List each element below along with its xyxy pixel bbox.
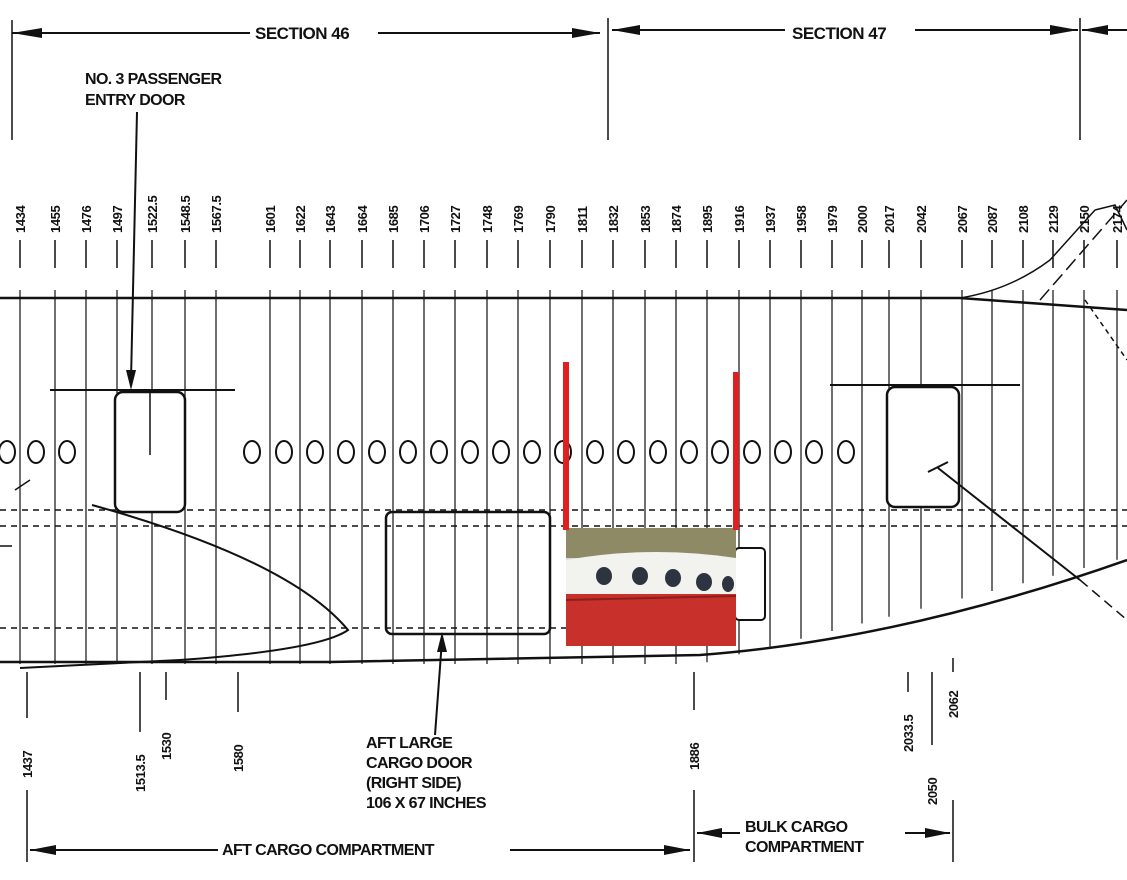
compartment-dimension-lines <box>26 790 954 862</box>
bottom-station-label-2050: 2050 <box>925 778 940 805</box>
station-label-1790: 1790 <box>543 206 558 233</box>
window-8 <box>368 440 386 464</box>
bottom-station-label-1530: 1530 <box>159 733 174 760</box>
station-label-1832: 1832 <box>606 206 621 233</box>
window-19 <box>711 440 729 464</box>
bottom-station-label-2062: 2062 <box>946 691 961 718</box>
station-label-1706: 1706 <box>417 206 432 233</box>
window-11 <box>461 440 479 464</box>
bottom-station-label-1886: 1886 <box>687 743 702 770</box>
window-23 <box>837 440 855 464</box>
window-16 <box>617 440 635 464</box>
section-46-label: SECTION 46 <box>255 24 349 43</box>
door-diagonal-line <box>937 467 1081 581</box>
window-4 <box>243 440 261 464</box>
cargo-door-leader <box>434 639 443 736</box>
section-47-label: SECTION 47 <box>792 24 886 43</box>
station-label-1664: 1664 <box>355 205 370 233</box>
station-label-1497: 1497 <box>110 206 125 233</box>
aft-large-cargo-door <box>384 510 552 636</box>
station-label-1685: 1685 <box>386 206 401 233</box>
photo-red-band <box>566 594 736 646</box>
station-label-2150: 2150 <box>1077 206 1092 233</box>
window-6 <box>306 440 324 464</box>
window-2 <box>27 440 45 464</box>
station-label-1937: 1937 <box>763 206 778 233</box>
window-7 <box>337 440 355 464</box>
bottom-station-label-1580: 1580 <box>231 745 246 772</box>
bulk-cargo-door <box>734 547 766 621</box>
station-label-2000: 2000 <box>855 206 870 233</box>
window-12 <box>492 440 510 464</box>
station-label-1958: 1958 <box>794 206 809 233</box>
bulk-cargo-label-line1: BULK CARGO <box>745 819 848 836</box>
passenger-door-label-line1: NO. 3 PASSENGER <box>85 71 223 88</box>
aft-cargo-compartment-label: AFT CARGO COMPARTMENT <box>222 842 435 859</box>
station-label-1748: 1748 <box>480 206 495 233</box>
bottom-station-label-1513-5: 1513.5 <box>133 754 148 792</box>
cargo-door-label-line1: AFT LARGE <box>366 735 453 752</box>
station-label-1727: 1727 <box>448 206 463 233</box>
passenger-door-arrowhead <box>126 370 136 390</box>
window-20 <box>743 440 761 464</box>
cargo-door-label-line4: 106 X 67 INCHES <box>366 795 487 812</box>
window-18 <box>680 440 698 464</box>
station-label-2129: 2129 <box>1046 206 1061 233</box>
window-10 <box>430 440 448 464</box>
station-label-1979: 1979 <box>825 206 840 233</box>
station-label-1874: 1874 <box>669 205 684 233</box>
station-label-2017: 2017 <box>882 206 897 233</box>
window-22 <box>805 440 823 464</box>
station-label-2108: 2108 <box>1016 206 1031 233</box>
station-label-2067: 2067 <box>955 206 970 233</box>
window-1 <box>0 440 16 464</box>
passenger-door-label-line2: ENTRY DOOR <box>85 92 186 109</box>
station-label-1455: 1455 <box>48 206 63 233</box>
wreckage-photo-inset <box>565 528 737 646</box>
passenger-door-no4 <box>885 385 961 509</box>
station-label-1434: 1434 <box>13 205 28 233</box>
photo-hull-skin <box>566 551 736 600</box>
station-label-1811: 1811 <box>575 206 590 233</box>
window-3 <box>58 440 76 464</box>
station-label-1567-5: 1567.5 <box>209 195 224 233</box>
cargo-door-label-line2: CARGO DOOR <box>366 755 473 772</box>
passenger-door-leader <box>130 111 138 381</box>
bulk-cargo-label-line2: COMPARTMENT <box>745 839 864 856</box>
station-label-1916: 1916 <box>732 206 747 233</box>
bottom-station-labels: 1437 1513.5 1530 1580 1886 2033.5 2050 2062 <box>20 658 961 805</box>
window-5 <box>275 440 293 464</box>
station-label-1476: 1476 <box>79 206 94 233</box>
station-label-1522-5: 1522.5 <box>145 195 160 233</box>
window-13 <box>523 440 541 464</box>
station-label-1622: 1622 <box>293 206 308 233</box>
window-21 <box>774 440 792 464</box>
window-15 <box>586 440 604 464</box>
station-label-1643: 1643 <box>323 206 338 233</box>
station-label-2174: 2174 <box>1110 205 1125 233</box>
window-row <box>0 440 855 464</box>
cargo-door-label-line3: (RIGHT SIDE) <box>366 775 461 792</box>
station-label-1601: 1601 <box>263 206 278 233</box>
station-label-1853: 1853 <box>638 206 653 233</box>
station-label-2087: 2087 <box>985 206 1000 233</box>
bottom-station-label-1437: 1437 <box>20 751 35 778</box>
window-9 <box>399 440 417 464</box>
station-label-1895: 1895 <box>700 206 715 233</box>
station-label-1548-5: 1548.5 <box>178 195 193 233</box>
section-header-arrows <box>11 18 1127 140</box>
photo-window-holes <box>596 567 734 592</box>
top-station-labels: 1434 1455 1476 1497 1522.5 1548.5 1567.5 1601 16… <box>13 195 1125 268</box>
bottom-station-label-2033-5: 2033.5 <box>901 714 916 752</box>
station-label-2042: 2042 <box>914 206 929 233</box>
window-17 <box>649 440 667 464</box>
cargo-floor-curve <box>19 504 350 669</box>
station-label-1769: 1769 <box>511 206 526 233</box>
